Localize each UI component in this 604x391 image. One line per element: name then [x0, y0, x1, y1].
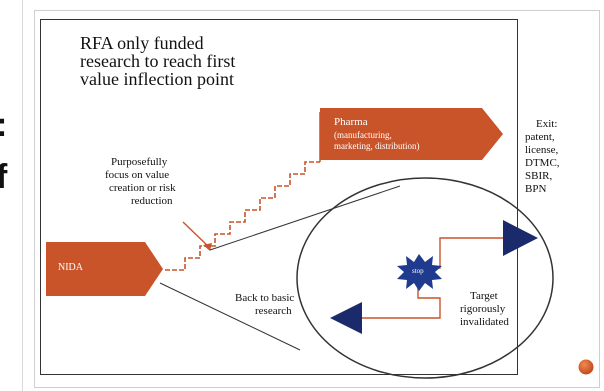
exit-line-4: DTMC, — [525, 157, 560, 169]
headline-line-3: value inflection point — [80, 69, 234, 89]
nida-label: NIDA — [58, 262, 83, 273]
pharma-detail-line-2: marketing, distribution) — [334, 141, 420, 151]
zoom-line-lower — [159, 282, 301, 351]
exit-line-5: SBIR, — [525, 170, 553, 182]
exit-line-2: patent, — [525, 131, 555, 143]
pharma-arrow — [320, 108, 503, 160]
exit-line-3: license, — [525, 144, 559, 156]
back-line-1: Back to basic — [235, 292, 295, 304]
headline: RFA only funded research to reach first … — [80, 34, 340, 88]
target-line-1: Target — [470, 290, 498, 302]
headline-line-1: RFA only funded — [80, 33, 204, 53]
back-line-2: research — [255, 305, 292, 317]
purposefully-line-3: creation or risk — [109, 182, 176, 194]
exit-arrowhead — [503, 220, 538, 256]
nida-arrow — [46, 242, 163, 296]
exit-line-6: BPN — [525, 183, 547, 195]
stop-label: stop — [412, 267, 424, 275]
callout-arrowhead — [203, 243, 212, 251]
pharma-detail-line-1: (manufacturing, — [334, 130, 392, 140]
zoom-line-upper — [209, 185, 401, 251]
slide-frame — [34, 10, 600, 388]
stop-star-icon — [397, 254, 442, 291]
purposefully-line-2: focus on value — [105, 169, 170, 181]
purposefully-line-1: Purposefully — [111, 156, 168, 168]
left-text-fragment-1: : — [0, 108, 26, 142]
purposefully-line-4: reduction — [131, 195, 173, 207]
pharma-title: Pharma — [334, 116, 368, 128]
left-divider — [22, 0, 23, 391]
target-line-3: invalidated — [460, 316, 509, 328]
target-line-2: rigorously — [460, 303, 506, 315]
exit-line-1: Exit: — [536, 118, 558, 130]
orange-circle-icon[interactable] — [577, 358, 595, 376]
callout-pointer — [182, 221, 211, 249]
diagram-box — [40, 19, 518, 375]
left-text-fragment-2: f — [0, 158, 8, 196]
headline-line-2: research to reach first — [80, 51, 236, 71]
staircase-line — [165, 161, 320, 271]
detail-ellipse — [296, 177, 554, 379]
back-to-research-arrowhead — [330, 302, 362, 334]
